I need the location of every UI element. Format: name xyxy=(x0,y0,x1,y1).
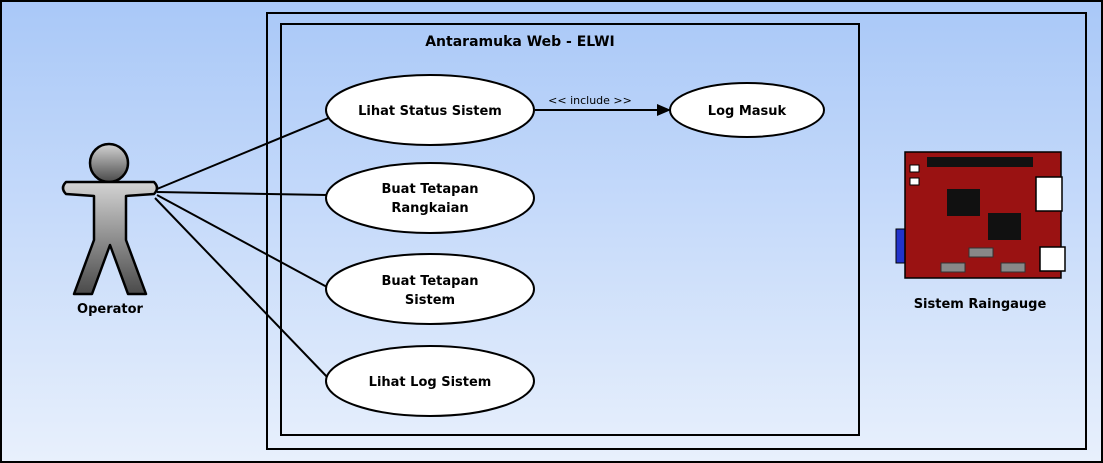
association-lihat-status xyxy=(156,116,332,190)
use-case-tetapan-rangkaian[interactable]: Buat Tetapan Rangkaian xyxy=(325,162,535,234)
use-case-label-line-2: Rangkaian xyxy=(391,201,468,216)
use-case-log-masuk[interactable]: Log Masuk xyxy=(669,82,825,138)
use-case-label: Lihat Log Sistem xyxy=(369,375,492,390)
operator-label: Operator xyxy=(77,302,144,317)
system-boundary xyxy=(280,23,860,436)
raingauge-label: Sistem Raingauge xyxy=(914,297,1047,312)
raingauge-board-icon xyxy=(895,151,1066,279)
association-tetapan-sistem xyxy=(156,194,328,288)
system-boundary-title: Antaramuka Web - ELWI xyxy=(425,34,615,50)
association-lihat-log xyxy=(154,197,331,381)
operator-actor-icon xyxy=(61,142,159,296)
use-case-label: Log Masuk xyxy=(708,104,787,119)
outer-frame xyxy=(266,12,1087,450)
use-case-label: Lihat Status Sistem xyxy=(358,104,502,119)
association-tetapan-rangkaian xyxy=(156,191,328,196)
association-lines xyxy=(154,116,332,381)
include-label: << include >> xyxy=(548,94,632,107)
use-case-label-line-1: Buat Tetapan xyxy=(382,182,479,197)
use-case-label-line-1: Buat Tetapan xyxy=(382,274,479,289)
use-case-tetapan-sistem[interactable]: Buat Tetapan Sistem xyxy=(325,253,535,325)
use-case-label-line-2: Sistem xyxy=(405,293,455,308)
use-case-lihat-status[interactable]: Lihat Status Sistem xyxy=(325,74,535,146)
use-case-lihat-log[interactable]: Lihat Log Sistem xyxy=(325,345,535,417)
